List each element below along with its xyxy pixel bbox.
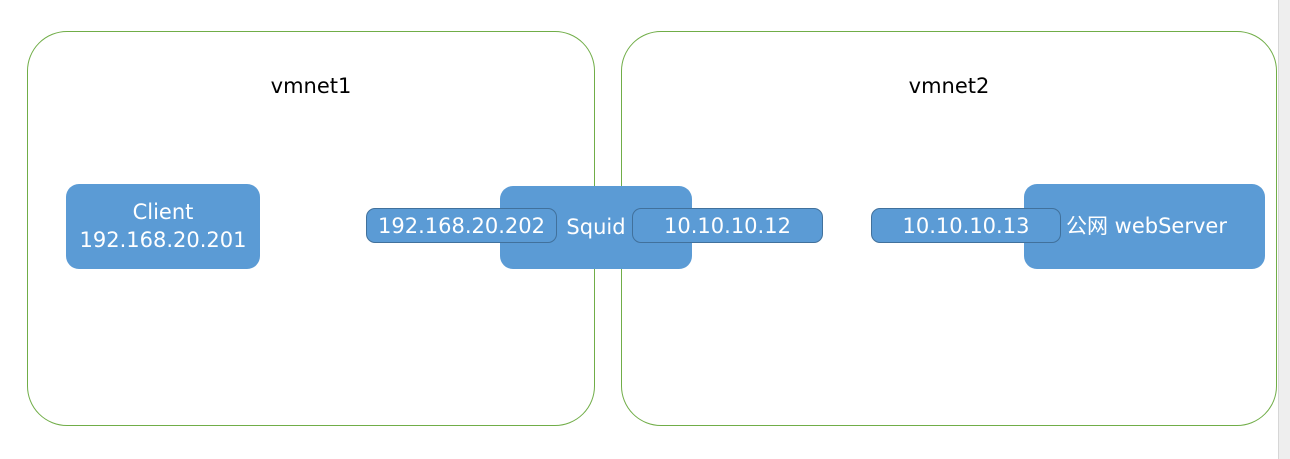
node-webserver[interactable]: 公网 webServer: [1024, 184, 1265, 269]
ip-label-squid-lan: 192.168.20.202: [366, 208, 557, 243]
zone-label-vmnet2: vmnet2: [908, 74, 990, 98]
ip-label-webserver: 10.10.10.13: [871, 208, 1061, 243]
ip-label-squid-wan: 10.10.10.12: [632, 208, 823, 243]
node-webserver-title: 公网 webServer: [1066, 213, 1227, 238]
node-client-title: Client: [132, 199, 194, 224]
node-squid-title: Squid: [566, 214, 626, 239]
vertical-scrollbar[interactable]: [1278, 0, 1290, 459]
zone-label-vmnet1: vmnet1: [270, 74, 352, 98]
node-client-address: 192.168.20.201: [79, 227, 247, 252]
node-client[interactable]: Client 192.168.20.201: [66, 184, 260, 269]
